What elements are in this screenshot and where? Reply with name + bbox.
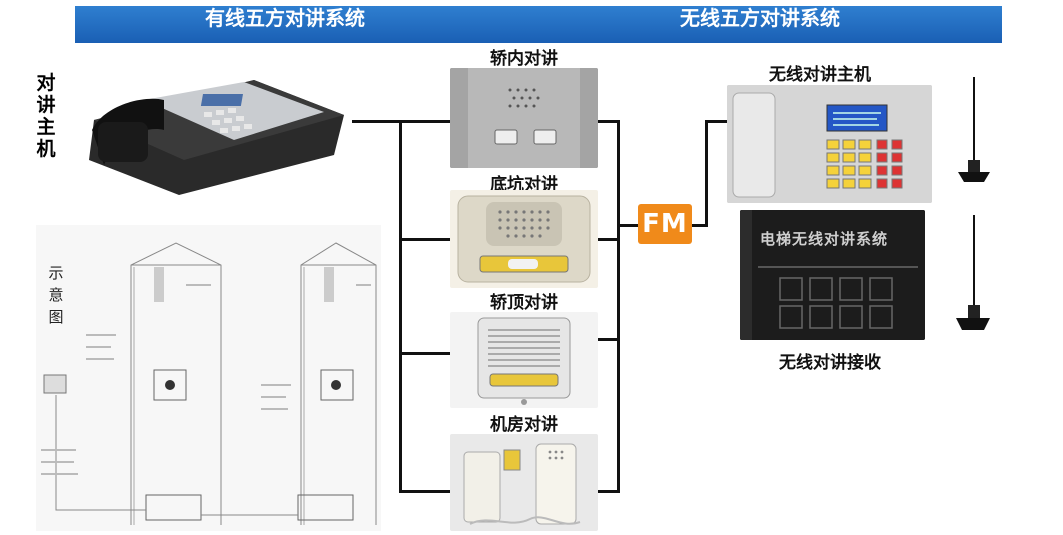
left-bus-line [399, 120, 402, 493]
wireless-host-line [705, 120, 727, 123]
car-connector-line [399, 120, 451, 123]
antenna-icon [940, 210, 990, 335]
schematic-label-char: 图 [48, 308, 64, 326]
host-label-char: 主 [36, 116, 56, 138]
wireless-receiver-image [740, 210, 925, 340]
fm-badge: FM [638, 204, 692, 244]
top-right-line [598, 338, 620, 341]
title-banner [75, 6, 1002, 43]
machine-room-intercom-image [450, 434, 598, 531]
host-vertical-label: 对 讲 主 机 [34, 72, 58, 160]
host-label-char: 讲 [36, 94, 56, 116]
machine-room-right-line [598, 490, 620, 493]
car-top-intercom-image [450, 312, 598, 408]
receiver-panel-text: 电梯无线对讲系统 [760, 230, 889, 248]
pit-intercom-image [450, 190, 598, 288]
wired-system-title: 有线五方对讲系统 [205, 6, 365, 30]
fm-out-line [692, 224, 708, 227]
intercom-host-image [84, 60, 352, 200]
machine-room-connector-line [399, 490, 451, 493]
antenna-icon [940, 72, 990, 187]
wireless-bus-line [705, 120, 708, 227]
wireless-receiver-label: 无线对讲接收 [779, 353, 881, 373]
schematic-label-char: 意 [48, 286, 64, 304]
schematic-vertical-label: 示 意 图 [46, 262, 66, 328]
fm-connector-line [617, 224, 639, 227]
top-intercom-label: 轿顶对讲 [490, 293, 558, 313]
car-intercom-label: 轿内对讲 [490, 49, 558, 69]
top-connector-line [399, 352, 451, 355]
wireless-host-image [727, 85, 932, 203]
pit-right-line [598, 238, 620, 241]
right-bus-line [617, 120, 620, 493]
wireless-host-label: 无线对讲主机 [769, 65, 871, 85]
schematic-panel [36, 225, 381, 531]
host-label-char: 对 [36, 72, 56, 94]
schematic-label-char: 示 [48, 264, 64, 282]
machine-room-intercom-label: 机房对讲 [490, 415, 558, 435]
car-intercom-image [450, 68, 598, 168]
wireless-system-title: 无线五方对讲系统 [680, 6, 840, 30]
host-connector-line [352, 120, 402, 123]
pit-connector-line [399, 238, 451, 241]
car-right-line [598, 120, 620, 123]
host-label-char: 机 [36, 138, 56, 160]
